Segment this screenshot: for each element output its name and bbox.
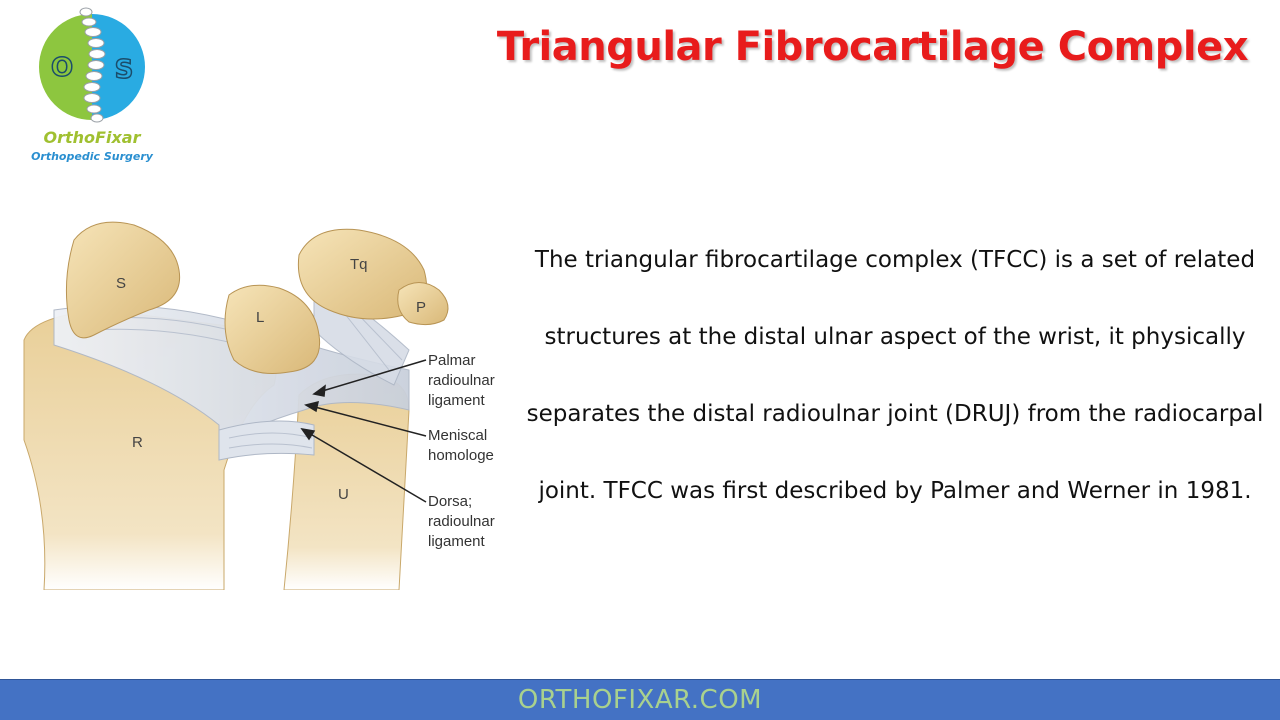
triquetrum-label: Tq <box>350 256 368 273</box>
lunate-label: L <box>256 309 265 326</box>
footer-website[interactable]: ORTHOFIXAR.COM <box>517 685 763 715</box>
logo-letter-s: S <box>115 55 134 85</box>
pisiform-bone <box>397 282 449 326</box>
logo-name: OrthoFixar <box>43 128 141 147</box>
logo-tagline: Orthopedic Surgery <box>31 150 153 163</box>
scaphoid-bone <box>65 221 181 339</box>
palmar-radioulnar-ligament-label: Palmar radioulnar ligament <box>428 352 495 409</box>
footer-bar: ORTHOFIXAR.COM <box>0 679 1280 720</box>
pisiform-label: P <box>416 299 427 316</box>
tfcc-anatomy-figure: S L Tq P R U Palmar radioulnar ligament … <box>14 210 514 590</box>
ulna-label: U <box>338 486 349 503</box>
meniscal-homologe-label: Meniscal homologe <box>428 427 494 464</box>
ligament-band <box>53 305 410 446</box>
tfcc-description: The triangular fibrocartilage complex (T… <box>526 247 1264 504</box>
radius-label: R <box>132 434 143 451</box>
wrist-illustration <box>23 221 449 590</box>
page-title: Triangular Fibrocartilage Complex <box>496 24 1249 70</box>
lunate-bone <box>224 284 321 374</box>
logo-letter-o: O <box>51 53 73 83</box>
scaphoid-label: S <box>116 275 127 292</box>
spine-logo-icon: O S <box>39 7 145 123</box>
orthofixar-logo: O S OrthoFixar Orthopedic Surgery <box>22 4 162 172</box>
dorsal-radioulnar-ligament-label: Dorsa; radioulnar ligament <box>428 493 495 550</box>
